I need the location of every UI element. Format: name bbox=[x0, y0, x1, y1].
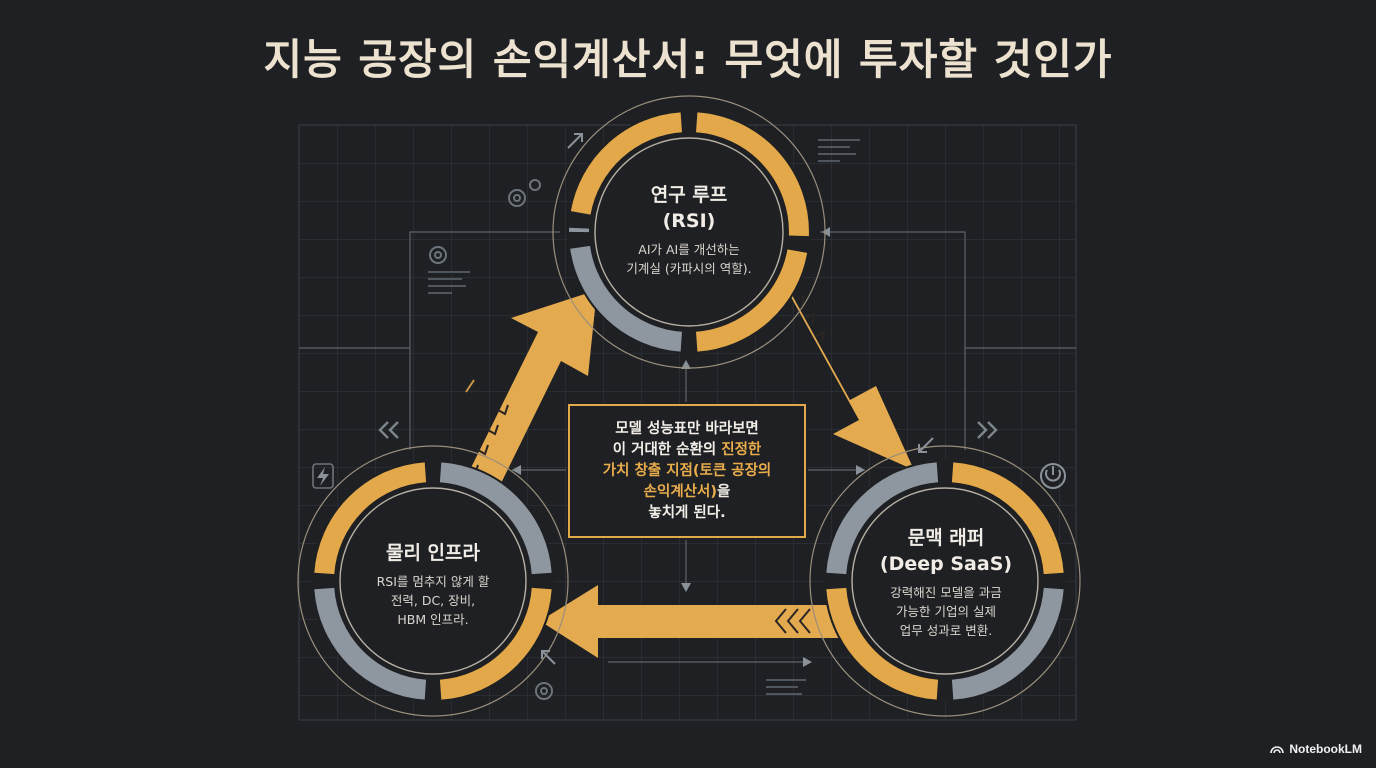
ring-segment bbox=[951, 587, 1064, 700]
node-inner-circle bbox=[851, 487, 1039, 675]
arrow-rsi-to-wrapper bbox=[782, 277, 914, 470]
arrow-wrapper-to-infra bbox=[540, 585, 872, 658]
gear-icon bbox=[535, 682, 553, 700]
ring-segment bbox=[695, 112, 809, 237]
ring-segment bbox=[826, 462, 939, 575]
ring-segment bbox=[570, 112, 683, 215]
lightning-icon bbox=[312, 463, 334, 489]
text-line-decor bbox=[428, 139, 860, 695]
notebooklm-icon bbox=[1270, 746, 1285, 754]
node-infra-title: 물리 인프라 bbox=[385, 542, 480, 564]
node-outer-ring bbox=[809, 445, 1081, 717]
connector-arrowheads bbox=[512, 227, 865, 667]
node-rsi: 연구 루프 (RSI) AI가 AI를 개선하는 기계실 (카파시의 역할). bbox=[604, 182, 774, 278]
node-inner-circle bbox=[594, 137, 784, 327]
connector-lines bbox=[299, 231, 1076, 663]
ring-segment bbox=[439, 587, 552, 700]
node-rsi-desc: AI가 AI를 개선하는 기계실 (카파시의 역할). bbox=[626, 242, 752, 276]
node-outer-ring bbox=[552, 95, 826, 369]
diagonal-arrow-icon bbox=[465, 133, 934, 665]
chevron-right-icon bbox=[977, 421, 998, 439]
node-ring-wrapper bbox=[809, 445, 1081, 717]
ring-segment bbox=[695, 249, 808, 352]
node-wrapper: 문맥 래퍼 (Deep SaaS) 강력해진 모델을 과금 가능한 기업의 실제… bbox=[858, 525, 1034, 640]
node-ring-infra bbox=[297, 445, 569, 717]
node-rsi-title: 연구 루프 (RSI) bbox=[650, 184, 728, 232]
node-inner-circle bbox=[339, 487, 527, 675]
power-icon bbox=[1040, 463, 1066, 489]
page-title: 지능 공장의 손익계산서: 무엇에 투자할 것인가 bbox=[263, 35, 1113, 84]
node-ring-rsi bbox=[552, 95, 826, 369]
settings-icon bbox=[429, 246, 447, 264]
node-infra-desc: RSI를 멈추지 않게 할 전력, DC, 장비, HBM 인프라. bbox=[376, 574, 490, 627]
ring-segment bbox=[951, 462, 1064, 575]
node-outer-ring bbox=[297, 445, 569, 717]
brand-logo: NotebookLM bbox=[1270, 742, 1362, 756]
node-infra: 물리 인프라 RSI를 멈추지 않게 할 전력, DC, 장비, HBM 인프라… bbox=[353, 540, 513, 629]
ring-segment bbox=[314, 462, 427, 575]
ring-segment bbox=[439, 462, 552, 575]
arrow-infra-to-rsi bbox=[459, 290, 597, 522]
node-wrapper-desc: 강력해진 모델을 과금 가능한 기업의 실제 업무 성과로 변환. bbox=[890, 585, 1002, 638]
ring-segment bbox=[570, 245, 683, 352]
ring-segment bbox=[314, 587, 427, 700]
chevron-left-icon bbox=[378, 421, 399, 439]
node-wrapper-title: 문맥 래퍼 (Deep SaaS) bbox=[879, 527, 1013, 575]
ring-segment bbox=[826, 587, 939, 700]
center-message: 모델 성능표만 바라보면 이 거대한 순환의 진정한 가치 창출 지점(토큰 공… bbox=[568, 404, 806, 538]
gear-icon bbox=[508, 179, 541, 207]
